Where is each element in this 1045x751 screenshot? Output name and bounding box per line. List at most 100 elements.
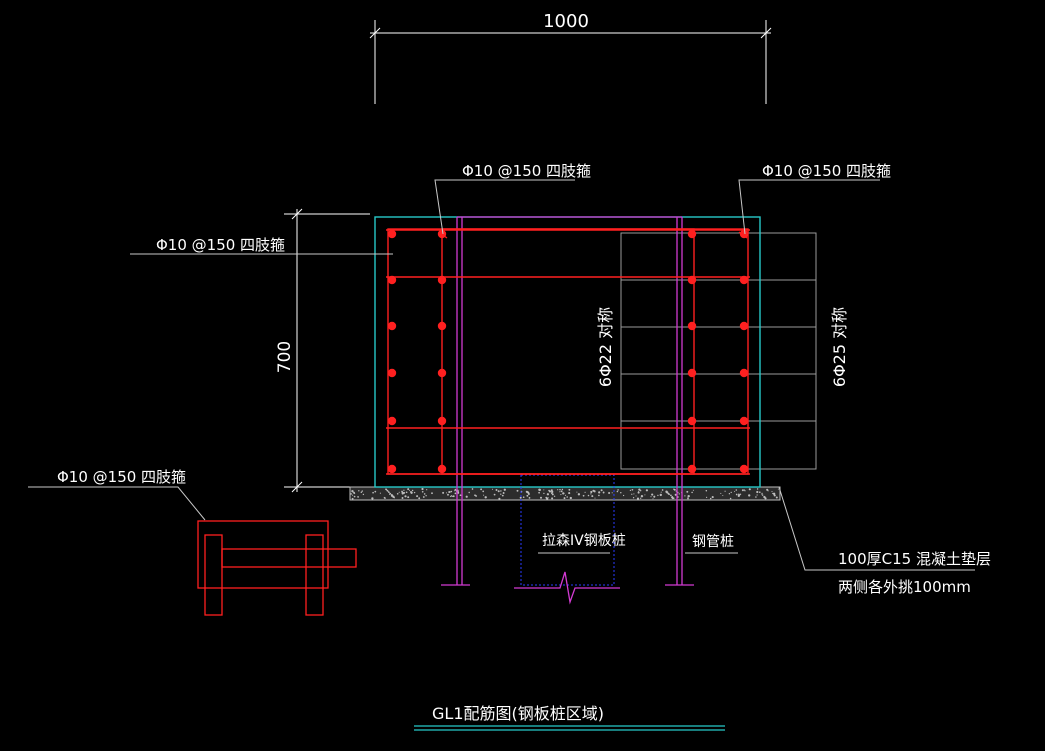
gravel-particle (421, 490, 424, 493)
gravel-particle (393, 497, 395, 499)
gravel-particle (498, 497, 501, 500)
gravel-particle (659, 493, 662, 497)
gravel-particle (356, 496, 359, 498)
rebar-dot (687, 229, 697, 239)
gravel-particle (421, 487, 424, 491)
gravel-particle (484, 496, 487, 499)
gravel-particle (709, 497, 712, 500)
gravel-particle (566, 496, 568, 498)
gravel-particle (767, 490, 769, 492)
stirrups (386, 228, 750, 475)
gravel-particle (351, 490, 354, 493)
gravel-particle (598, 494, 600, 497)
leader-lines (28, 179, 975, 571)
gravel-particle (668, 493, 670, 496)
gravel-particle (423, 493, 426, 495)
gravel-particle (587, 494, 590, 497)
gravel-particle (657, 494, 659, 497)
gravel-particle (737, 494, 740, 498)
gravel-particle (553, 495, 556, 497)
label-stirrup-top-right: Φ10 @150 四肢箍 (762, 162, 891, 180)
stirrup-detail (197, 520, 357, 616)
gravel-particle (590, 490, 593, 494)
gravel-particle (629, 489, 632, 492)
drawing-title: GL1配筋图(钢板桩区域) (432, 704, 604, 723)
gravel-particle (584, 491, 586, 493)
gravel-particle (516, 489, 519, 492)
rebar-dot (687, 321, 697, 331)
gravel-particle (591, 495, 594, 498)
gravel-particle (425, 494, 427, 497)
gravel-particle (678, 493, 680, 495)
gravel-particle (358, 490, 360, 492)
gravel-particle (403, 489, 405, 491)
gravel-particle (474, 494, 476, 497)
gravel-particle (758, 491, 761, 494)
gravel-particle (729, 497, 732, 500)
gravel-particle (774, 494, 776, 497)
gravel-particle (640, 497, 642, 499)
gravel-particle (503, 488, 506, 491)
gravel-particle (777, 488, 779, 490)
gravel-particle (404, 495, 407, 498)
gravel-particle (352, 494, 354, 496)
rebar-dot (687, 275, 697, 285)
rebar-grid (620, 232, 817, 470)
rebar-dot (437, 416, 447, 426)
gravel-particle (569, 496, 572, 500)
gravel-particle (728, 493, 731, 495)
gravel-particle (407, 488, 410, 491)
gravel-particle (491, 488, 494, 490)
gravel-particle (730, 491, 732, 494)
gravel-particle (735, 489, 738, 491)
gravel-particle (652, 498, 654, 500)
gravel-particle (687, 498, 689, 500)
gravel-particle (448, 491, 450, 493)
gravel-particle (538, 491, 540, 494)
gravel-particle (764, 497, 767, 499)
rebar-dot (387, 229, 397, 239)
gravel-particle (761, 494, 764, 496)
gravel-particle (722, 494, 724, 497)
gravel-particle (465, 495, 468, 498)
gravel-particle (411, 489, 414, 492)
gravel-particle (557, 489, 559, 491)
gravel-particle (445, 492, 448, 494)
gravel-particle (374, 490, 377, 493)
gravel-particle (755, 496, 757, 498)
gravel-particle (622, 494, 625, 497)
gravel-particle (661, 489, 664, 491)
gravel-particle (410, 491, 412, 493)
gravel-particle (497, 490, 500, 493)
gravel-particle (632, 497, 635, 499)
cushion-texture (350, 487, 779, 500)
label-cushion-line2: 两侧各外挑100mm (838, 578, 971, 596)
top-dimension-value: 1000 (543, 11, 589, 32)
gravel-particle (735, 493, 738, 496)
gravel-particle (671, 497, 674, 500)
left-dimension-value: 700 (275, 341, 295, 373)
gravel-particle (560, 494, 562, 496)
gravel-particle (353, 495, 356, 498)
gravel-particle (502, 492, 505, 494)
gravel-particle (711, 496, 714, 499)
gravel-particle (771, 491, 773, 493)
gravel-particle (670, 494, 672, 497)
gravel-particle (390, 493, 392, 495)
rebar-dot (437, 368, 447, 378)
gravel-particle (522, 496, 525, 499)
gravel-particle (608, 491, 611, 495)
rebar-dot (387, 368, 397, 378)
gravel-particle (548, 490, 552, 493)
gravel-particle (686, 490, 689, 493)
gravel-particle (617, 489, 619, 491)
gravel-particle (401, 491, 404, 493)
rebar-dot (387, 321, 397, 331)
gravel-particle (561, 488, 564, 491)
top-dimension (369, 20, 772, 104)
gravel-particle (454, 492, 457, 495)
gravel-particle (620, 491, 622, 494)
gravel-particle (493, 493, 496, 496)
gravel-particle (372, 491, 374, 494)
gravel-particle (527, 491, 530, 494)
